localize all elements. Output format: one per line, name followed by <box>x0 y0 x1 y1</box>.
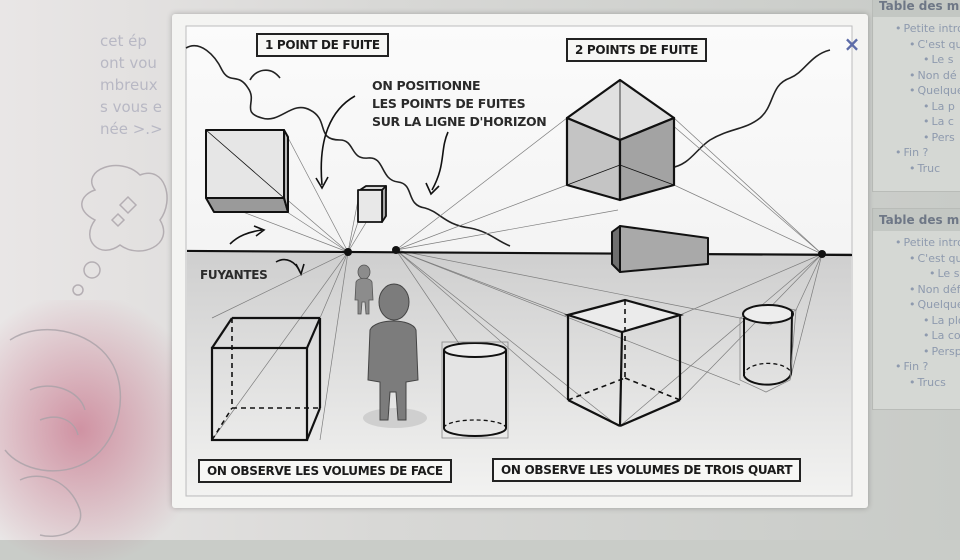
person-silhouette-small <box>354 264 374 315</box>
toc-item[interactable]: La c <box>873 114 960 130</box>
vanishing-point <box>344 248 352 256</box>
perspective-illustration <box>185 25 853 497</box>
caption-three-quarter-view: ON OBSERVE LES VOLUMES DE TROIS QUART <box>492 458 802 482</box>
rectangular-prism <box>611 225 709 273</box>
note-line: SUR LA LIGNE D'HORIZON <box>372 114 547 129</box>
cube-three-quarter-top <box>565 78 676 202</box>
cylinder-front <box>441 341 509 439</box>
cylinder-three-quarter <box>738 304 798 393</box>
vanishing-point <box>818 250 826 258</box>
toc-title: Table des m <box>873 0 960 17</box>
toc-item[interactable]: Trucs <box>873 375 960 391</box>
background-text-line: cet ép <box>100 32 147 50</box>
background-glow <box>0 300 200 560</box>
horizon-line <box>186 249 853 257</box>
cube-front-view <box>205 129 289 213</box>
toc-item[interactable]: Persp <box>873 344 960 360</box>
toc-panel-bottom: Table des m Petite intro C'est qu Le sa … <box>872 208 960 410</box>
toc-item[interactable]: C'est qu <box>873 37 960 53</box>
toc-item[interactable]: La p <box>873 99 960 115</box>
wireframe-cube-three-quarter <box>564 298 685 428</box>
caption-front-view: ON OBSERVE LES VOLUMES DE FACE <box>198 459 452 483</box>
background-text-line: née >.> <box>100 120 163 138</box>
background-text-line: ont vou <box>100 54 157 72</box>
toc-item[interactable]: C'est qu <box>873 251 960 267</box>
toc-item[interactable]: La plo <box>873 313 960 329</box>
background-text-line: s vous e <box>100 98 162 116</box>
close-lightbox-button[interactable]: × <box>843 32 861 56</box>
person-silhouette-large <box>367 283 419 421</box>
background-character-illustration <box>4 164 168 537</box>
toc-item[interactable]: La co <box>873 328 960 344</box>
note-line: LES POINTS DE FUITES <box>372 96 526 111</box>
note-line: ON POSITIONNE <box>372 78 481 93</box>
figure-shadow <box>363 408 427 428</box>
toc-item[interactable]: Le s <box>873 52 960 68</box>
note-horizon-line: ON POSITIONNE LES POINTS DE FUITES SUR L… <box>372 77 547 131</box>
toc-item[interactable]: Fin ? <box>873 145 960 161</box>
annotation-arrows <box>229 95 449 277</box>
toc-item[interactable]: Pers <box>873 130 960 146</box>
toc-title: Table des m <box>873 209 960 231</box>
toc-item[interactable]: Truc <box>873 161 960 177</box>
toc-item[interactable]: Petite intro <box>873 235 960 251</box>
toc-item[interactable]: Quelque <box>873 83 960 99</box>
toc-item[interactable]: Petite intro <box>873 21 960 37</box>
label-fuyantes: FUYANTES <box>200 268 268 282</box>
label-two-point-perspective: 2 POINTS DE FUITE <box>566 38 708 62</box>
toc-item[interactable]: Fin ? <box>873 359 960 375</box>
background-article-text: cet ép ont vou mbreux s vous e née >.> <box>100 30 180 140</box>
background-text-line: mbreux <box>100 76 158 94</box>
wireframe-cube-front <box>210 316 322 442</box>
toc-item[interactable]: Le sa <box>873 266 960 282</box>
toc-item[interactable]: Non dé <box>873 68 960 84</box>
vanishing-point <box>392 246 400 254</box>
toc-item[interactable]: Quelque <box>873 297 960 313</box>
toc-item[interactable]: Non défi <box>873 282 960 298</box>
label-one-point-perspective: 1 POINT DE FUITE <box>256 33 389 57</box>
small-cube <box>357 185 387 223</box>
toc-panel-top: Table des m Petite intro C'est qu Le s N… <box>872 0 960 192</box>
